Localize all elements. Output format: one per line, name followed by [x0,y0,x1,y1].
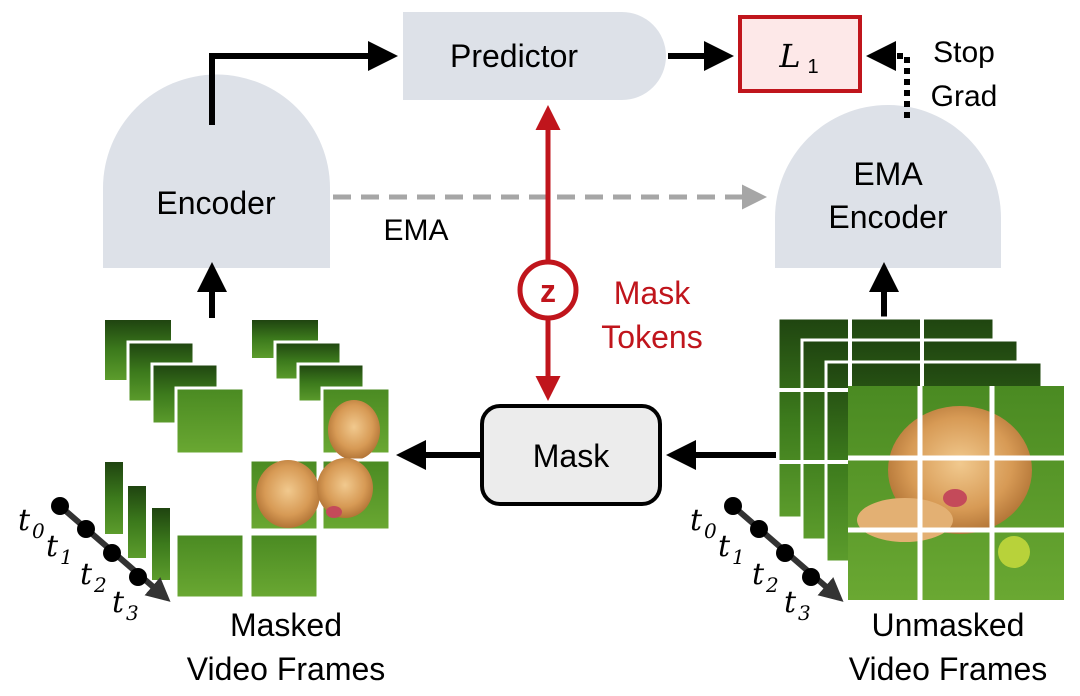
unmasked-t2-sub: 2 [765,573,779,597]
unmasked-video-frames [776,316,1064,600]
masked-t2-sub: 2 [93,573,107,597]
ema-encoder-label-line2: Encoder [828,199,948,235]
masked-frames-label-line1: Masked [230,607,342,643]
loss-subscript: 1 [807,56,818,78]
mask-tokens-label-line1: Mask [614,275,691,311]
loss-box: L 1 [738,15,862,93]
unmasked-frames-label-line2: Video Frames [849,651,1048,687]
ema-arrow-label: EMA [383,214,448,247]
unmasked-t1-sub: 1 [732,545,745,569]
mask-label: Mask [533,438,610,474]
masked-frames-label-line2: Video Frames [187,651,386,687]
unmasked-time-axis: t 0 t 1 t 2 t 3 [690,497,844,625]
unmasked-t0-sub: 0 [704,519,717,543]
predictor-block: Predictor [403,12,666,100]
unmasked-frames-label-line1: Unmasked [872,607,1025,643]
masked-t0-sub: 0 [32,519,45,543]
unmasked-t2-symbol: t [752,557,765,592]
ema-encoder-label-line1: EMA [853,156,923,192]
unmasked-t0-symbol: t [690,503,703,538]
mask-tokens-label-line2: Tokens [601,319,702,355]
unmasked-t3-sub: 3 [798,601,811,625]
mask-token-symbol: z [540,273,556,309]
encoder-label: Encoder [156,185,276,221]
unmasked-t3-symbol: t [784,585,797,620]
predictor-label: Predictor [450,38,578,74]
encoder-block: Encoder [103,74,330,268]
ema-encoder-block: EMA Encoder [775,105,1001,268]
masked-t2-symbol: t [80,557,93,592]
masked-t1-symbol: t [46,529,59,564]
masked-t3-symbol: t [112,585,125,620]
mask-token-node: z [517,259,579,321]
stop-grad-label-line2: Grad [931,80,998,113]
encoder-to-predictor-arrow [209,41,398,125]
masked-time-axis: t 0 t 1 t 2 t 3 [18,497,171,625]
mask-block: Mask [480,404,662,506]
masked-video-frames [105,320,392,600]
masked-t0-symbol: t [18,503,31,538]
masked-t1-sub: 1 [60,545,73,569]
loss-symbol: L [778,37,800,75]
stop-grad-label-line1: Stop [933,36,995,69]
masked-t3-sub: 3 [126,601,139,625]
unmasked-t1-symbol: t [718,529,731,564]
